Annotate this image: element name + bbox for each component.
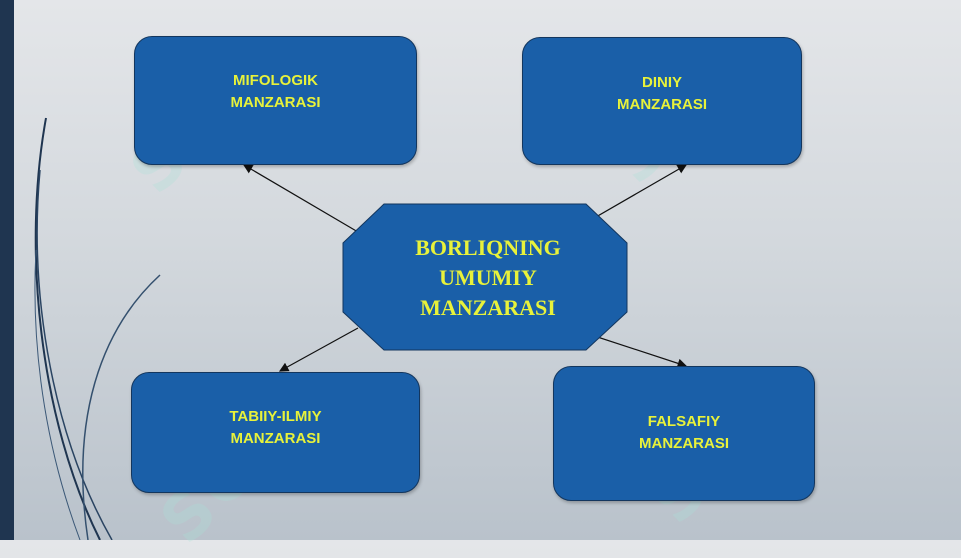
left-accent-bar	[0, 0, 14, 540]
center-node-label: BORLIQNING UMUMIY MANZARASI	[415, 235, 561, 320]
node-falsafiy: FALSAFIY MANZARASI	[553, 366, 815, 501]
node-mifologik: MIFOLOGIK MANZARASI	[134, 36, 417, 165]
node-diniy-label: DINIY MANZARASI	[617, 74, 707, 113]
center-octagon	[342, 203, 628, 351]
node-mifologik-label: MIFOLOGIK MANZARASI	[230, 71, 321, 111]
node-falsafiy-label: FALSAFIY MANZARASI	[639, 412, 729, 452]
node-diniy: DINIY MANZARASI	[522, 37, 802, 165]
node-tabiiy-ilmiy-label: TABIIY-ILMIY MANZARASI	[229, 407, 322, 447]
node-tabiiy-ilmiy: TABIIY-ILMIY MANZARASI	[131, 372, 420, 493]
